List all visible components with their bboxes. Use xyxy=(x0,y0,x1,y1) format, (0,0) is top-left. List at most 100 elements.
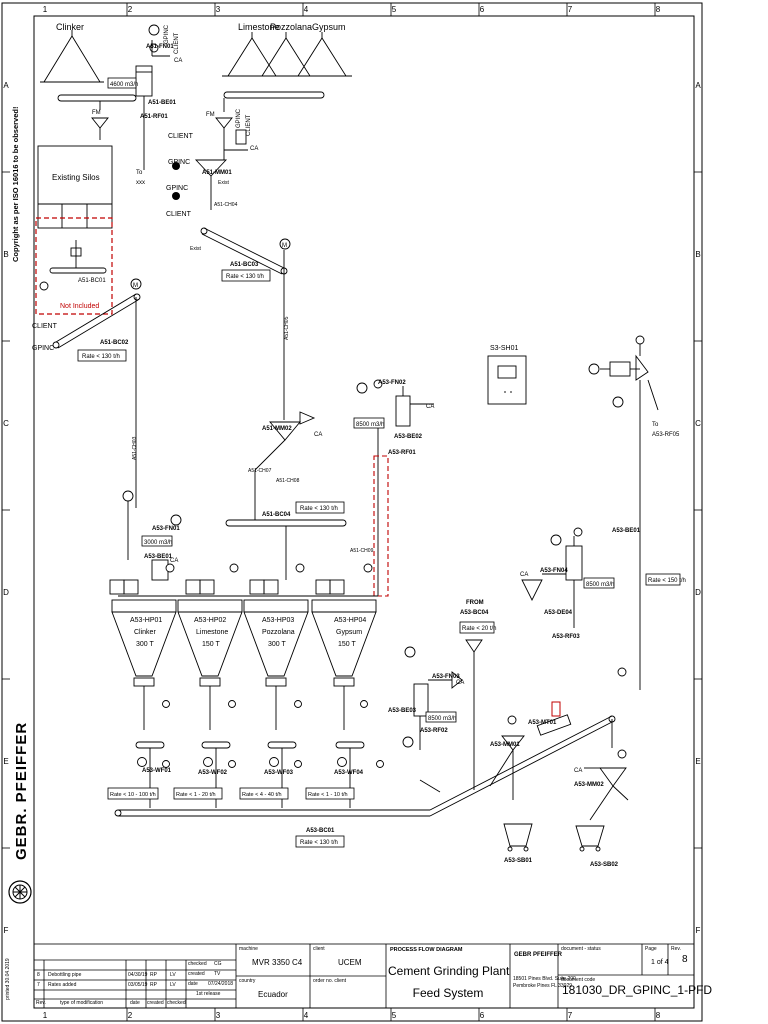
client-label-v: CLIENT xyxy=(174,32,180,54)
ca-label: CA xyxy=(174,58,182,64)
a53-sb01-tag: A53-SB01 xyxy=(504,858,533,864)
col-label: 5 xyxy=(392,5,397,14)
title-block xyxy=(33,943,695,1009)
hopper-4-material: Gypsum xyxy=(336,629,362,636)
tb-title-1: Cement Grinding Plant xyxy=(388,964,510,978)
a51-rf01-tag: A51-RF01 xyxy=(140,114,168,120)
col-label: 1 xyxy=(43,5,48,14)
fm-label-2: FM xyxy=(206,112,215,118)
red-boundary xyxy=(373,455,389,597)
row-label: E xyxy=(695,757,700,766)
a53-mm01-tag: A53-MM01 xyxy=(490,742,520,748)
a51-ch09-tag: A51-CH09 xyxy=(350,548,374,554)
ca-label-2: CA xyxy=(250,146,258,152)
hopper-4-tag: A53-HP04 xyxy=(334,617,366,624)
col-label: 6 xyxy=(480,5,485,14)
rev-row-date: 04/30/19 xyxy=(128,972,148,978)
hopper-1-material: Clinker xyxy=(134,629,156,636)
row-label: C xyxy=(695,419,701,428)
tb-date-val: 07/24/2018 xyxy=(208,981,234,987)
col-label: 4 xyxy=(304,1011,309,1020)
motor-icon xyxy=(402,736,414,748)
fm-label: FM xyxy=(92,110,101,116)
hopper-2 xyxy=(177,599,243,730)
a51-mm01 xyxy=(194,129,248,210)
tb-client: UCEM xyxy=(338,958,362,967)
a53-bc01-conveyor xyxy=(114,715,616,817)
motor-icon xyxy=(170,514,182,526)
row-label: B xyxy=(3,250,8,259)
tb-country-label: country xyxy=(239,978,256,984)
tb-doc-code: 181030_DR_GPINC_1-PFD xyxy=(562,983,713,997)
a53-be02-tag: A53-BE02 xyxy=(394,434,423,440)
row-label: B xyxy=(695,250,700,259)
rate-from-bc04: Rate < 20 t/h xyxy=(462,626,497,632)
tb-first-release: 1st release xyxy=(196,991,221,997)
valve-icon xyxy=(172,162,180,170)
ca-label-5: CA xyxy=(520,572,528,578)
a51-bc03-motor: M xyxy=(279,238,291,250)
rate-wf04: Rate < 1 - 10 t/h xyxy=(308,792,348,798)
gpinc-label-v2: GPINC xyxy=(236,108,242,128)
to-xxx-label: xxx xyxy=(136,180,145,186)
tb-rev: 8 xyxy=(682,954,688,965)
tb-company: GEBR PFEIFFER xyxy=(514,952,563,958)
col-label: 3 xyxy=(216,1011,221,1020)
flow-a53-fn02: 8500 m3/h xyxy=(356,422,384,428)
exist-label-2: Exist xyxy=(190,246,201,252)
flow-a53-fn04: 8500 m3/h xyxy=(586,582,614,588)
row-label: A xyxy=(695,81,701,90)
rev-hdr-rev: Rev. xyxy=(36,1000,46,1006)
tb-country: Ecuador xyxy=(258,990,288,999)
motor-icon xyxy=(612,396,624,408)
tb-doc-status-label: document - status xyxy=(561,946,601,952)
ca-label-8: CA xyxy=(574,768,582,774)
svg-text:M: M xyxy=(133,283,138,289)
a51-ch07-tag: A51-CH07 xyxy=(248,468,272,474)
a53-wf04-tag: A53-WF04 xyxy=(334,770,364,776)
col-label: 1 xyxy=(43,1011,48,1020)
rev-row-mod: Rates added xyxy=(48,982,77,988)
rate-bc02: Rate < 130 t/h xyxy=(82,354,120,360)
tb-page-label: Page xyxy=(645,946,657,952)
raw-material-piles xyxy=(222,32,352,77)
a51-dust-filter xyxy=(135,40,170,170)
weigh-feeder-motors xyxy=(137,757,347,767)
instrument-icon xyxy=(617,667,627,677)
a51-mm01-tag: A51-MM01 xyxy=(202,170,232,176)
col-label: 6 xyxy=(480,1011,485,1020)
rev-row-date: 03/05/19 xyxy=(128,982,148,988)
hopper-4 xyxy=(311,599,377,730)
not-included-label: Not Included xyxy=(60,303,99,310)
rate-rf05: Rate < 150 t/h xyxy=(648,578,686,584)
hopper-2-cap: 150 T xyxy=(202,641,220,648)
tb-date-label: date xyxy=(188,981,198,987)
tb-address-1: 18501 Pines Blvd. Suite 200 xyxy=(513,976,576,982)
a51-be01-tag: A51-BE01 xyxy=(148,100,177,106)
pozzolana-label: Pozzolana xyxy=(270,22,312,32)
a53-de04-tag: A53-DE04 xyxy=(544,610,573,616)
tb-checked-val: CG xyxy=(214,961,222,967)
instrument-icon xyxy=(617,749,627,759)
svg-text:M: M xyxy=(282,243,287,249)
client-label: CLIENT xyxy=(32,323,58,330)
a53-fn01-tag: A53-FN01 xyxy=(152,526,180,532)
to-label-2: To xyxy=(652,422,659,428)
rate-wf02: Rate < 1 - 20 t/h xyxy=(176,792,216,798)
ca-label-4: CA xyxy=(426,404,434,410)
tb-doc-code-label: document code xyxy=(561,977,596,983)
rate-wf03: Rate < 4 - 40 t/h xyxy=(242,792,282,798)
gpinc-label: GPINC xyxy=(32,345,54,352)
storage-bins xyxy=(503,823,605,852)
row-label: E xyxy=(3,757,8,766)
tb-title-2: Feed System xyxy=(412,986,484,1000)
row-label: C xyxy=(3,419,9,428)
a53-rf01-tag: A53-RF01 xyxy=(388,450,416,456)
row-label: F xyxy=(696,926,701,935)
rev-row-rev: 7 xyxy=(37,982,40,988)
col-label: 3 xyxy=(216,5,221,14)
motor-icon xyxy=(550,534,562,546)
a51-ch05-tag: A51-CH05 xyxy=(284,316,290,340)
gpinc-label-3: GPINC xyxy=(168,159,190,166)
tb-created-label: created xyxy=(188,971,205,977)
